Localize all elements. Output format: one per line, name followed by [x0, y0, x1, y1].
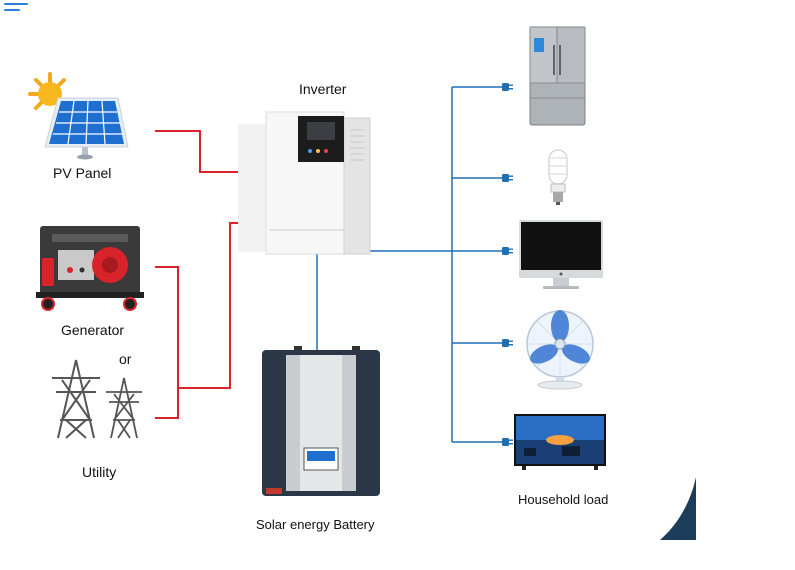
plug-icon — [502, 247, 513, 255]
pv-to-inverter-wire — [155, 130, 268, 173]
corner-decoration — [660, 477, 696, 540]
bulb-icon — [548, 149, 568, 205]
pv-panel-label: PV Panel — [53, 165, 112, 181]
or-label: or — [119, 351, 132, 367]
menu-bar — [4, 9, 20, 11]
inverter-label: Inverter — [299, 81, 347, 97]
solar-panel-icon — [44, 97, 129, 160]
generator-label: Generator — [61, 322, 125, 338]
inverter-icon — [238, 111, 371, 255]
plug-icon — [502, 438, 513, 446]
monitor-icon — [519, 220, 603, 289]
menu-bar — [4, 3, 28, 5]
generator-icon — [36, 226, 144, 311]
pylon-icon — [52, 359, 100, 439]
fridge-icon — [529, 26, 586, 126]
tv-icon — [514, 414, 606, 470]
sun-icon — [28, 72, 66, 110]
menu-icon[interactable] — [4, 3, 28, 15]
battery-icon — [262, 346, 380, 496]
load-bus-wire — [316, 86, 505, 443]
grid-to-inverter-wire — [155, 222, 268, 419]
household-load-label: Household load — [518, 492, 609, 507]
fan-icon — [526, 310, 594, 390]
battery-label: Solar energy Battery — [256, 517, 375, 532]
plug-icon — [502, 339, 513, 347]
pylon-icon — [106, 377, 142, 439]
plug-icon — [502, 83, 513, 91]
plug-icon — [502, 174, 513, 182]
utility-label: Utility — [82, 464, 117, 480]
